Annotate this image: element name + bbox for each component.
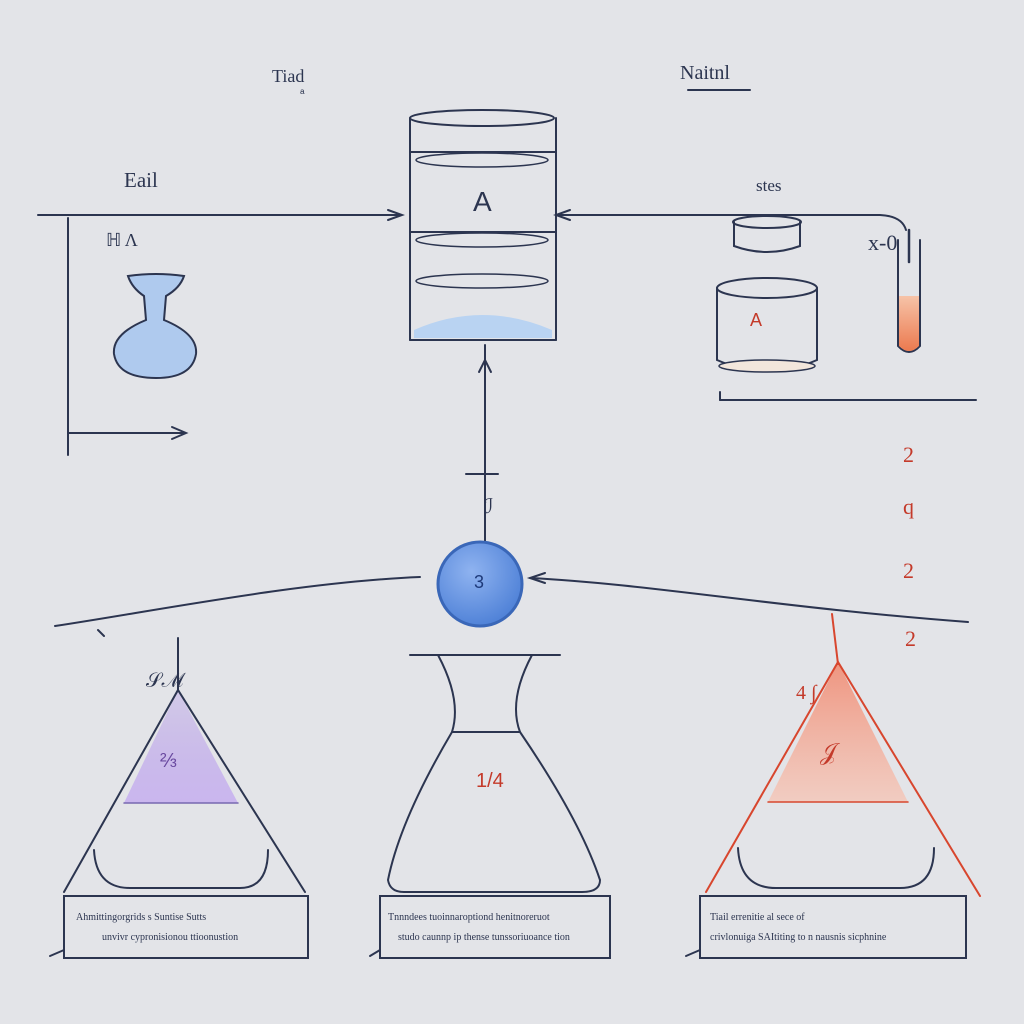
label-top-left: Tiad: [272, 66, 305, 86]
erlenmeyer-flask: [386, 654, 602, 893]
label-right-side: stes: [756, 176, 782, 195]
small-cup: [732, 215, 802, 253]
round-flask: [112, 273, 198, 380]
label-tube-mark: x-0: [868, 230, 898, 255]
left-feed-arrow: [387, 209, 405, 221]
caption-right-line-1: Tiail errenitie al sece of: [710, 912, 805, 923]
caption-left-line-2: unvivr cypronisionou ttioonustion: [102, 932, 239, 943]
label-stem-mark: ℐ: [484, 496, 494, 518]
caption-center-line-2: studo caunnp ip thense tunssoriuoance ti…: [398, 932, 570, 943]
label-right-tri-top: 4 ∫: [796, 682, 817, 704]
caption-box-right: [699, 895, 967, 959]
left-lever-wire: [54, 576, 421, 627]
caption-box-center: [379, 895, 611, 959]
left-bottom-arrow: [171, 426, 189, 440]
label-right-tri-inner: 𝒥: [820, 740, 837, 766]
blue-ball: [436, 540, 524, 628]
label-top-left-sub: ᵃ: [300, 86, 305, 100]
lever-arrow: [526, 572, 546, 584]
beaker-jar: [716, 277, 818, 373]
label-right-col-3: 2: [903, 558, 914, 583]
label-left-tri-top: 𝒮ℳ: [146, 670, 184, 692]
label-left-side: Eail: [124, 168, 158, 192]
label-ball: 3: [474, 572, 485, 592]
right-triangle-flask: [705, 613, 981, 897]
label-center-flask: 1/4: [476, 770, 504, 792]
label-left-marks: ℍ Λ: [106, 230, 138, 250]
right-lever-wire: [529, 577, 969, 623]
label-right-col-2: q: [903, 494, 914, 519]
stem-arrow: [478, 357, 492, 373]
label-right-col-4: 2: [905, 626, 916, 651]
caption-left-line-1: Ahmittingorgrids s Suntise Sutts: [76, 912, 207, 923]
label-left-tri-inner: ⅔: [160, 750, 177, 772]
lever-tick: [97, 629, 105, 637]
left-triangle-flask: [63, 637, 306, 893]
label-jar-mark: A: [750, 310, 763, 330]
right-feed-line: [557, 214, 907, 231]
label-right-col-1: 2: [903, 442, 914, 467]
test-tube: [897, 228, 921, 353]
caption-right-line-2: crivlonuiga SAItiting to n nausnis sicph…: [710, 932, 887, 943]
caption-box-left: [63, 895, 309, 959]
tank-a: [409, 109, 557, 341]
label-tank: A: [473, 186, 492, 217]
label-top-right: Naitnl: [680, 62, 730, 84]
caption-center-line-1: Tnnndees tuoinnaroptiond henitnoreruot: [388, 912, 550, 923]
